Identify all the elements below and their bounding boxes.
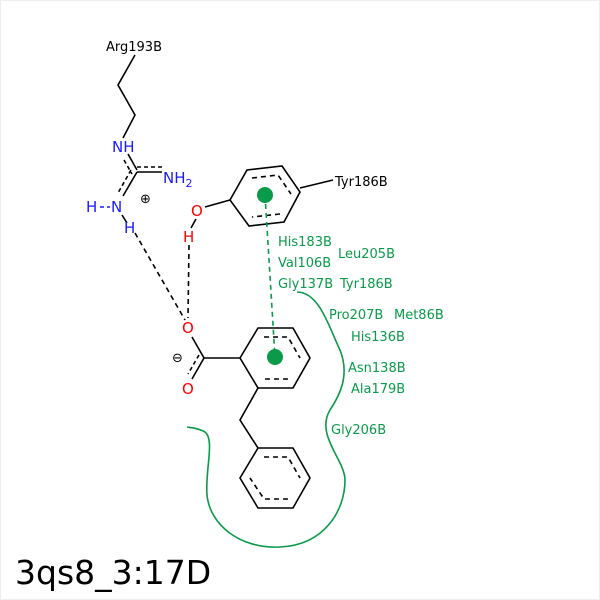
residue-label: Asn138B	[348, 361, 406, 376]
hydrophobic-residue-labels: His183B Leu205B Val106B Gly137B Tyr186B …	[278, 235, 444, 438]
ring-centroid	[267, 349, 283, 365]
atom-o: O	[182, 380, 194, 398]
atom-nh2: NH2	[163, 169, 193, 190]
hydrophobic-contact-curve	[186, 291, 346, 548]
residue-label-arg: Arg193B	[106, 40, 162, 55]
negative-charge: ⊖	[172, 351, 183, 366]
atom-nh: NH	[112, 138, 135, 156]
residue-label: Val106B	[278, 256, 331, 271]
residue-label: Leu205B	[338, 247, 395, 262]
residue-label: His136B	[351, 330, 405, 345]
residue-label: Pro207B	[329, 308, 383, 323]
residue-label: His183B	[278, 235, 332, 250]
bonds	[100, 54, 334, 509]
atom-h: H	[86, 198, 97, 216]
residue-label: Tyr186B	[339, 277, 393, 292]
residue-label-tyr: Tyr186B	[334, 175, 388, 190]
residue-label: Gly206B	[331, 423, 386, 438]
residue-label: Gly137B	[278, 277, 333, 292]
atom-h: H	[183, 228, 194, 246]
atom-o: O	[182, 319, 194, 337]
residue-label: Met86B	[394, 308, 444, 323]
pi-stacking	[257, 187, 283, 365]
positive-charge: ⊕	[140, 192, 151, 207]
ring-centroid	[257, 187, 273, 203]
diagram-title: 3qs8_3:17D	[15, 553, 211, 592]
atom-n: N	[111, 198, 122, 216]
residue-label: Ala179B	[351, 382, 405, 397]
atom-h: H	[124, 219, 135, 237]
atom-o: O	[191, 202, 203, 220]
